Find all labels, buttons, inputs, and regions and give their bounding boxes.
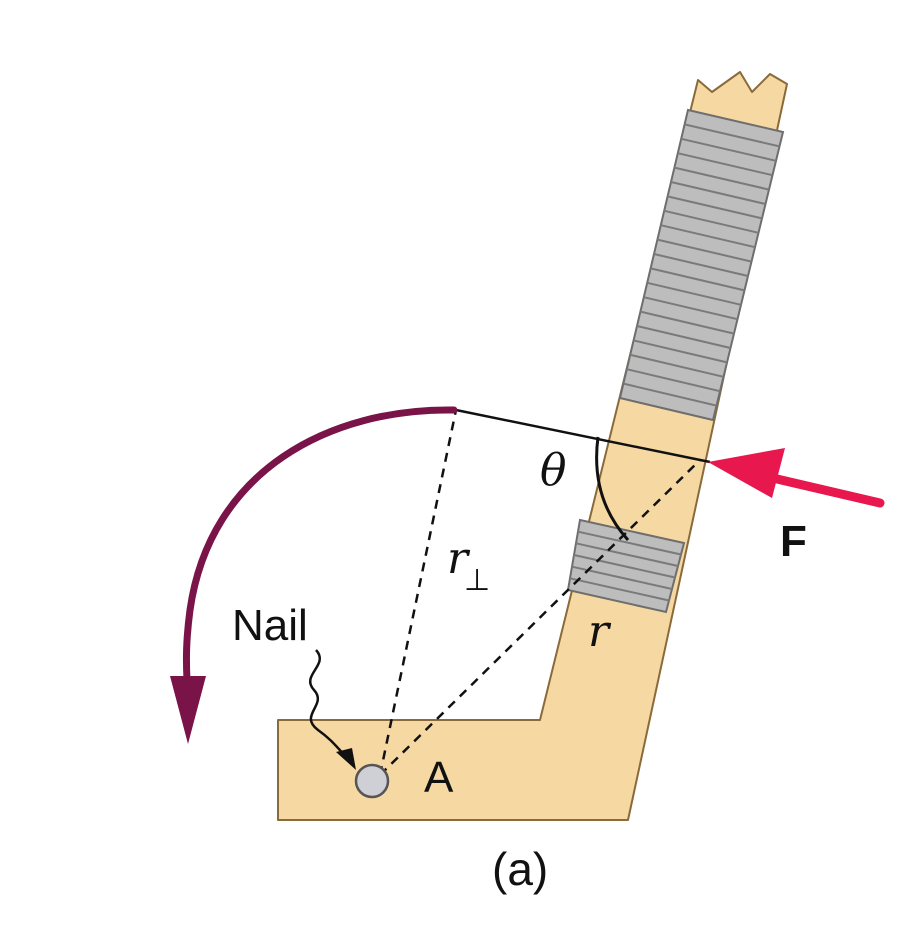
r-perp-subscript: ⊥ [464,564,490,597]
tape-stripe [667,195,763,220]
tape-stripe [660,224,756,249]
tape-stripe [640,310,735,335]
tape-stripe [575,542,679,567]
tape-stripe [680,137,777,162]
lower-tape [566,518,686,614]
rotation-arrow [170,406,458,744]
theta-label: θ [540,445,567,496]
tape-stripe [643,296,738,321]
tape-stripe [650,267,745,292]
force-line-of-action [455,408,711,464]
tape-stripe [646,281,742,306]
tape-stripe [674,166,770,191]
tape-stripe [633,339,728,364]
tape-stripe [663,209,759,234]
upper-grip-tape [618,108,785,422]
nail-label: Nail [232,601,308,650]
tape-stripe [636,325,731,349]
tape-stripe [626,368,721,393]
tape-stripe [653,253,749,277]
force-label: F [780,517,807,566]
tape-stripe [677,152,773,177]
r-label: r [588,606,612,657]
tape-stripe [577,530,682,556]
r-perp-dashed-line [378,409,458,776]
tape-stripe [623,382,717,407]
tape-stripe [657,238,752,263]
tape-stripe [629,353,724,378]
nail-pointer-arrow [308,649,351,761]
tape-stripe [573,554,676,579]
force-arrow [708,448,885,508]
tape-stripe [684,123,780,148]
r-perp-label: r ⊥ [447,533,490,597]
tape-stripe [569,577,670,602]
r-dashed-line [379,459,701,776]
figure-caption: (a) [492,843,548,895]
point-a-label: A [424,753,454,802]
theta-arc [595,436,630,542]
tape-stripe [670,181,766,205]
nail-pin [354,763,390,799]
nail-pointer-arrowhead [336,748,356,770]
r-perp-main: r [447,533,471,584]
